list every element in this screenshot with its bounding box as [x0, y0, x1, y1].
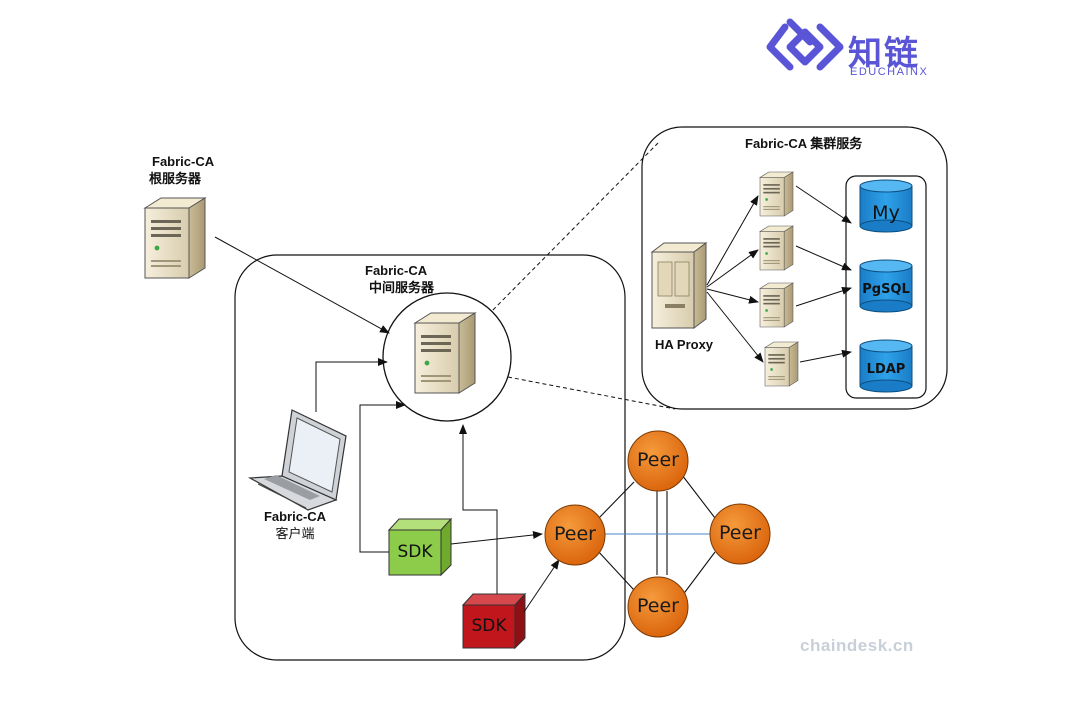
sdk-green-box	[387, 517, 453, 577]
cluster-title: Fabric-CA 集群服务	[745, 136, 863, 151]
intermediate-server-label: Fabric-CA 中间服务器	[365, 262, 434, 296]
root-server-icon	[144, 197, 206, 279]
client-label-line1: Fabric-CA	[263, 509, 327, 524]
peer-label-bottom: Peer	[637, 595, 679, 617]
watermark: chaindesk.cn	[800, 636, 914, 655]
intermediate-ca-region	[234, 254, 626, 661]
peer-label-top: Peer	[637, 449, 679, 471]
ha-proxy-label: HA Proxy	[655, 337, 714, 352]
cluster-region	[641, 126, 948, 410]
peer-network-edges	[596, 474, 716, 597]
client-to-intermediate-arrow	[315, 358, 388, 412]
client-label: Fabric-CA 客户端	[255, 508, 335, 542]
sdk-green-label: SDK	[397, 542, 433, 562]
proxy-to-servers-arrows	[706, 195, 764, 363]
peer-node-left	[544, 504, 606, 566]
educhainx-logo-icon	[766, 18, 844, 71]
intermediate-server-label-line2: 中间服务器	[369, 280, 435, 295]
peer-node-top	[627, 430, 689, 492]
client-label-line2: 客户端	[275, 526, 315, 541]
laptop-icon	[247, 409, 347, 511]
intermediate-server-label-line1: Fabric-CA	[365, 263, 428, 278]
intermediate-server-icon	[414, 312, 476, 394]
servers-to-databases-arrows	[795, 185, 852, 363]
sdk-red-to-peer-arrow	[523, 559, 560, 613]
sdk-red-box	[461, 592, 527, 650]
sdk-green-to-intermediate-arrow	[359, 401, 406, 553]
zoom-line-top	[487, 142, 659, 316]
peer-label-right: Peer	[719, 522, 761, 544]
brand-subtitle: EDUCHAINX	[850, 66, 929, 78]
cluster-server-icon-4	[764, 341, 799, 387]
cluster-server-icon-3	[759, 282, 794, 328]
database-label-my: My	[872, 202, 900, 224]
sdk-red-label: SDK	[471, 616, 507, 636]
cluster-server-icon-1	[759, 171, 794, 217]
root-server-label: Fabric-CA 根服务器	[149, 153, 215, 187]
peer-node-right	[709, 503, 771, 565]
root-server-label-line1: Fabric-CA	[152, 154, 215, 169]
zoom-line-bottom	[507, 376, 676, 410]
database-cylinder-my	[859, 179, 913, 233]
peer-label-left: Peer	[554, 523, 596, 545]
database-label-pgsql: PgSQL	[862, 282, 910, 297]
brand-name: 知链	[848, 35, 920, 73]
ha-proxy-server-icon	[650, 242, 708, 329]
root-to-intermediate-arrow	[214, 236, 390, 334]
database-cylinder-ldap	[859, 339, 913, 393]
cluster-server-icon-2	[759, 225, 794, 271]
sdk-green-to-peer-arrow	[450, 531, 543, 545]
root-server-label-line2: 根服务器	[149, 171, 202, 186]
peer-node-bottom	[627, 576, 689, 638]
database-cylinder-pgsql	[859, 259, 913, 313]
sdk-red-to-intermediate-arrow	[459, 424, 498, 594]
database-label-ldap: LDAP	[866, 362, 906, 377]
